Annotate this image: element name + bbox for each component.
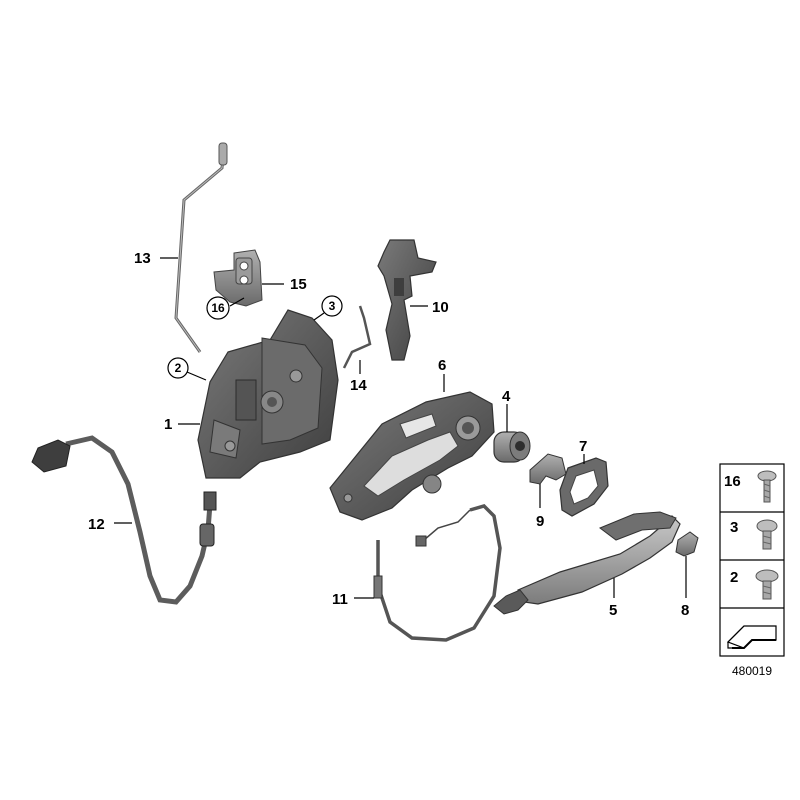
callout-11: 11	[332, 591, 348, 608]
part-9-clip	[529, 453, 567, 485]
legend-label-3: 3	[730, 519, 738, 536]
callout-3-circle	[321, 295, 343, 317]
callout-7: 7	[579, 438, 587, 455]
callout-2: 2	[175, 361, 182, 375]
callout-10: 10	[432, 299, 449, 316]
callout-3: 3	[329, 299, 336, 313]
callout-2-circle	[167, 357, 189, 379]
callout-13: 13	[134, 250, 151, 267]
callout-8: 8	[681, 602, 689, 619]
leader-lines	[114, 257, 687, 599]
callout-9: 9	[536, 513, 544, 530]
reference-number: 480019	[732, 664, 772, 678]
part-5-door-handle	[493, 511, 681, 615]
callout-16-circle	[206, 296, 230, 320]
part-15-bracket	[213, 249, 263, 307]
legend-label-16: 16	[724, 473, 741, 490]
part-6-handle-carrier	[329, 391, 495, 521]
part-1-door-lock	[197, 309, 339, 479]
callout-5: 5	[609, 602, 617, 619]
part-14-rod	[342, 305, 372, 369]
callout-14: 14	[350, 377, 367, 394]
callout-16: 16	[211, 301, 225, 315]
legend-label-2: 2	[730, 569, 738, 586]
part-8-cap	[675, 531, 699, 557]
part-11-bowden-cable	[373, 504, 502, 642]
part-13-rod	[174, 142, 228, 353]
torx-screw-icon	[757, 470, 777, 503]
part-4-lock-cylinder	[493, 431, 531, 463]
part-10-bracket	[377, 239, 437, 361]
part-7-gasket	[559, 457, 609, 517]
torx-screw-icon	[756, 519, 778, 550]
callout-labels: 13 15 16 3 2 1 10 14 6 4 7 9 12 11 5 8	[88, 250, 689, 619]
torx-screw-icon	[755, 569, 779, 600]
callout-12: 12	[88, 516, 105, 533]
callout-6: 6	[438, 357, 446, 374]
callout-4: 4	[502, 388, 511, 405]
callout-15: 15	[290, 276, 307, 293]
part-12-bowden-cable	[31, 435, 217, 605]
arrow-symbol-icon	[726, 625, 777, 649]
fastener-legend: 16 3 2	[719, 463, 785, 657]
callout-1: 1	[164, 416, 172, 433]
